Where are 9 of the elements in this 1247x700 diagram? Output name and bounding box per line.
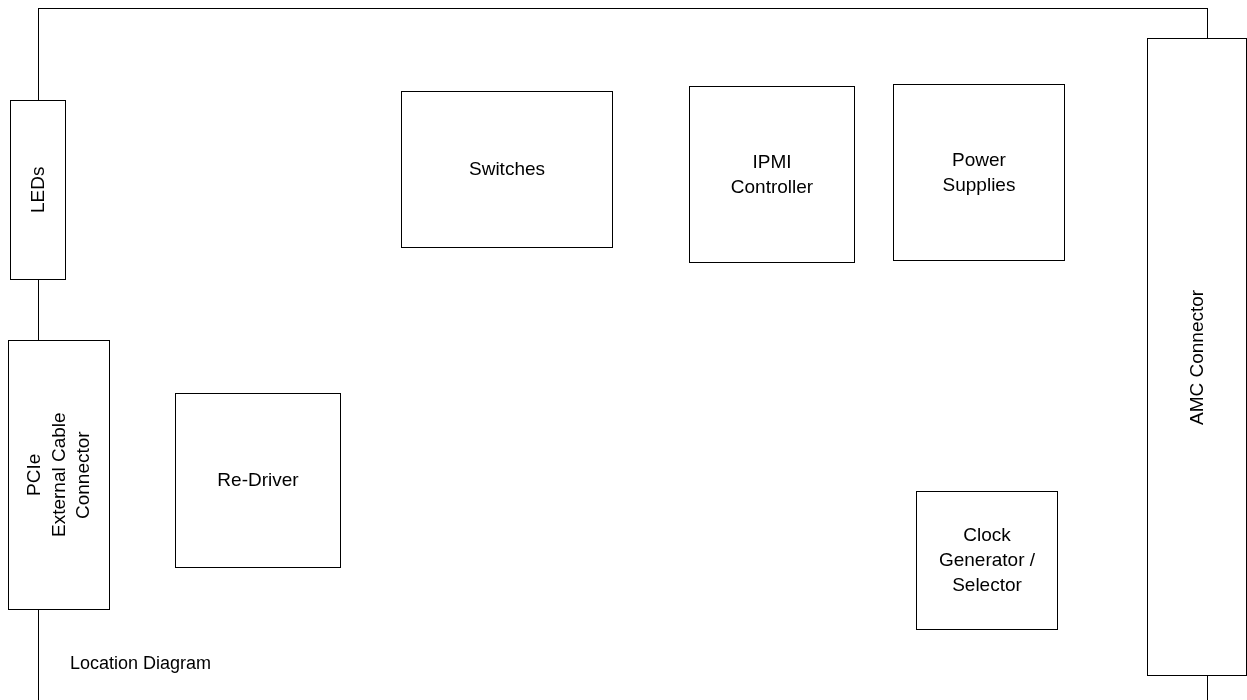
component-box: Power Supplies bbox=[893, 84, 1065, 261]
connector-block: PCIe External Cable Connector bbox=[8, 340, 110, 610]
component-box: Switches bbox=[401, 91, 613, 248]
component-box: Clock Generator / Selector bbox=[916, 491, 1058, 630]
diagram-caption: Location Diagram bbox=[70, 653, 212, 674]
component-box: Re-Driver bbox=[175, 393, 341, 568]
connector-block: LEDs bbox=[10, 100, 66, 280]
connector-block: AMC Connector bbox=[1147, 38, 1247, 676]
component-box: IPMI Controller bbox=[689, 86, 855, 263]
